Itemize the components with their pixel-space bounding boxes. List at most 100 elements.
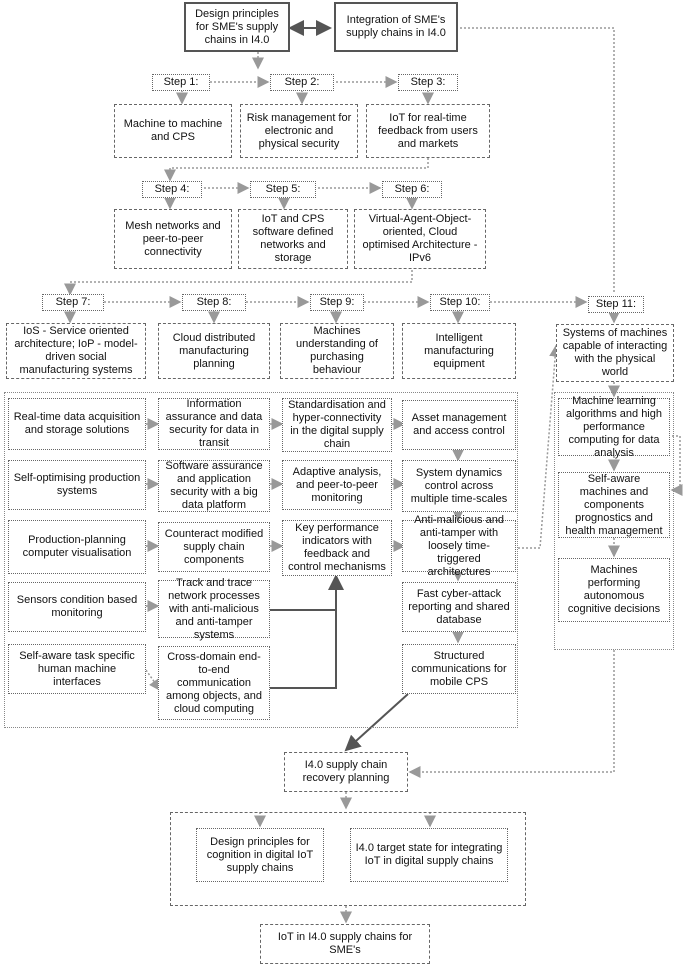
- cloud-planning-label: Cloud distributed manufacturing planning: [172, 331, 256, 370]
- purchasing-behaviour-label: Machines understanding of purchasing beh…: [296, 325, 378, 376]
- cognition-label: Design principles for cognition in digit…: [206, 835, 314, 874]
- c10-label-3: Anti-malicious and anti-tamper with loos…: [414, 513, 504, 578]
- software-defined-box: IoT and CPS software defined networks an…: [238, 209, 348, 269]
- step-2: Step 2:: [270, 74, 334, 91]
- c8-label-5: Cross-domain end-to-end communication am…: [165, 650, 262, 715]
- recovery-planning-label: I4.0 supply chain recovery planning: [302, 759, 390, 784]
- c9-box-1: Standardisation and hyper-connectivity i…: [282, 398, 392, 452]
- c8-box-5: Cross-domain end-to-end communication am…: [158, 646, 270, 720]
- final-label: IoT in I4.0 supply chains for SME's: [277, 931, 413, 956]
- step-1: Step 1:: [152, 74, 210, 91]
- step-1-label: Step 1:: [163, 76, 199, 88]
- c10-label-5: Structured communications for mobile CPS: [411, 649, 507, 688]
- c9-label-1: Standardisation and hyper-connectivity i…: [288, 399, 386, 450]
- c7-label-3: Production-planning computer visualisati…: [22, 534, 132, 559]
- systems-of-machines-box: Systems of machines capable of interacti…: [556, 324, 674, 382]
- c9-label-3: Key performance indicators with feedback…: [288, 522, 386, 573]
- step-11: Step 11:: [588, 296, 644, 313]
- c8-box-1: Information assurance and data security …: [158, 398, 270, 450]
- mesh-networks-label: Mesh networks and peer-to-peer connectiv…: [125, 219, 221, 258]
- connector: [145, 669, 161, 692]
- target-state-box: I4.0 target state for integrating IoT in…: [350, 828, 508, 882]
- c8-label-4: Track and trace network processes with a…: [168, 576, 260, 641]
- intelligent-equipment-box: Intelligent manufacturing equipment: [402, 323, 516, 379]
- c10-box-4: Fast cyber-attack reporting and shared d…: [402, 582, 516, 632]
- design-principles-label: Design principles for SME's supply chain…: [195, 7, 279, 46]
- c8-label-3: Counteract modified supply chain compone…: [164, 527, 264, 566]
- iot-realtime-label: IoT for real-time feedback from users an…: [378, 111, 478, 150]
- step-6-label: Step 6:: [394, 183, 430, 195]
- c8-box-4: Track and trace network processes with a…: [158, 577, 270, 641]
- virtual-agent-label: Virtual-Agent-Object-oriented, Cloud opt…: [362, 213, 478, 264]
- systems-of-machines-label: Systems of machines capable of interacti…: [562, 327, 668, 378]
- step-10: Step 10:: [430, 294, 490, 311]
- c8-label-1: Information assurance and data security …: [165, 398, 263, 449]
- step-9-label: Step 9:: [319, 296, 355, 308]
- c10-label-1: Asset management and access control: [411, 412, 507, 437]
- software-defined-label: IoT and CPS software defined networks an…: [252, 213, 334, 264]
- step-9: Step 9:: [310, 294, 364, 311]
- c8-label-2: Software assurance and application secur…: [165, 460, 263, 511]
- connector: [164, 158, 429, 182]
- connector: [460, 27, 615, 292]
- cognition-box: Design principles for cognition in digit…: [196, 828, 324, 882]
- machine-to-machine-label: Machine to machine and CPS: [123, 118, 223, 143]
- step-8-label: Step 8:: [196, 296, 232, 308]
- grid-group: [4, 392, 518, 728]
- c9-label-2: Adaptive analysis, and peer-to-peer moni…: [292, 465, 382, 504]
- virtual-agent-box: Virtual-Agent-Object-oriented, Cloud opt…: [354, 209, 486, 269]
- c8-box-3: Counteract modified supply chain compone…: [158, 522, 270, 572]
- ios-architecture-box: IoS - Service oriented architecture; IoP…: [6, 323, 146, 379]
- integration-box: Integration of SME's supply chains in I4…: [334, 2, 458, 52]
- connector: [670, 435, 683, 496]
- intelligent-equipment-label: Intelligent manufacturing equipment: [424, 331, 494, 370]
- step-7-label: Step 7:: [55, 296, 91, 308]
- bottom-group: [170, 812, 526, 906]
- c11-label-3: Machines performing autonomous cognitive…: [567, 564, 661, 615]
- c10-label-2: System dynamics control across multiple …: [410, 466, 508, 505]
- c10-box-1: Asset management and access control: [402, 400, 516, 450]
- c9-box-2: Adaptive analysis, and peer-to-peer moni…: [282, 460, 392, 510]
- step-10-label: Step 10:: [439, 296, 481, 308]
- connector: [408, 650, 615, 778]
- step-3: Step 3:: [398, 74, 458, 91]
- c7-label-1: Real-time data acquisition and storage s…: [13, 411, 141, 436]
- step-6: Step 6:: [382, 181, 442, 198]
- final-box: IoT in I4.0 supply chains for SME's: [260, 924, 430, 964]
- col11-group: [554, 392, 674, 650]
- risk-management-box: Risk management for electronic and physi…: [240, 104, 358, 158]
- design-principles-box: Design principles for SME's supply chain…: [184, 2, 290, 52]
- c7-label-4: Sensors condition based monitoring: [16, 594, 138, 619]
- risk-management-label: Risk management for electronic and physi…: [246, 111, 352, 150]
- c11-box-2: Self-aware machines and components progn…: [558, 472, 670, 538]
- connector: [344, 693, 409, 752]
- cloud-planning-box: Cloud distributed manufacturing planning: [158, 323, 270, 379]
- connector: [270, 576, 337, 689]
- connector: [64, 270, 413, 296]
- c7-box-4: Sensors condition based monitoring: [8, 582, 146, 632]
- c7-box-2: Self-optimising production systems: [8, 460, 146, 510]
- c10-box-5: Structured communications for mobile CPS: [402, 644, 516, 694]
- step-4-label: Step 4:: [154, 183, 190, 195]
- iot-realtime-box: IoT for real-time feedback from users an…: [366, 104, 490, 158]
- target-state-label: I4.0 target state for integrating IoT in…: [355, 842, 503, 867]
- recovery-planning-box: I4.0 supply chain recovery planning: [284, 752, 408, 792]
- c10-box-3: Anti-malicious and anti-tamper with loos…: [402, 514, 516, 578]
- purchasing-behaviour-box: Machines understanding of purchasing beh…: [280, 323, 394, 379]
- step-11-label: Step 11:: [595, 298, 637, 310]
- connector: [518, 344, 562, 549]
- c11-box-1: Machine learning algorithms and high per…: [558, 395, 670, 459]
- c11-label-2: Self-aware machines and components progn…: [565, 472, 663, 537]
- c10-label-4: Fast cyber-attack reporting and shared d…: [408, 587, 510, 626]
- step-5: Step 5:: [250, 181, 316, 198]
- c11-label-1: Machine learning algorithms and high per…: [565, 394, 662, 459]
- c9-box-3: Key performance indicators with feedback…: [282, 520, 392, 576]
- c8-box-2: Software assurance and application secur…: [158, 460, 270, 512]
- c7-box-1: Real-time data acquisition and storage s…: [8, 398, 146, 450]
- machine-to-machine-box: Machine to machine and CPS: [114, 104, 232, 158]
- step-2-label: Step 2:: [284, 76, 320, 88]
- mesh-networks-box: Mesh networks and peer-to-peer connectiv…: [114, 209, 232, 269]
- step-4: Step 4:: [142, 181, 202, 198]
- step-5-label: Step 5:: [265, 183, 301, 195]
